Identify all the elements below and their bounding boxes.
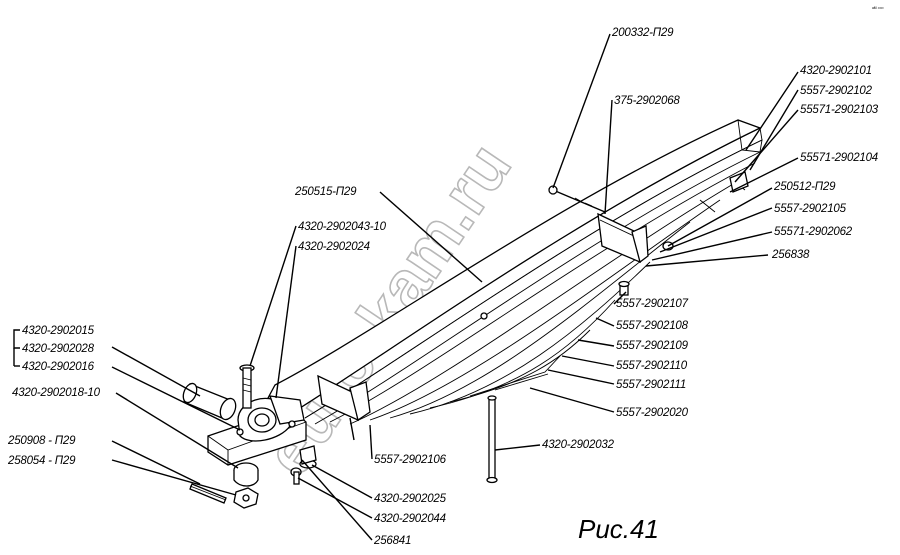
label-256838: 256838 [771,249,810,261]
pad-and-nut [233,462,259,509]
part-labels: 200332-П29 375-2902068 250515-П29 4320-2… [7,27,879,547]
leader-lines [13,33,799,541]
label-4320-2902032: 4320-2902032 [542,439,615,451]
label-256841: 256841 [373,535,411,547]
label-200332-p29: 200332-П29 [611,27,674,39]
label-4320-2902024: 4320-2902024 [298,241,370,253]
label-4320-2902016: 4320-2902016 [22,361,95,373]
label-55571-2902104: 55571-2902104 [800,152,878,164]
rear-clamp [597,212,649,264]
figure-caption: Рис.41 [578,514,659,544]
label-4320-2902044: 4320-2902044 [374,513,446,525]
label-4320-2902015: 4320-2902015 [22,325,95,337]
label-250515-p29: 250515-П29 [294,186,357,198]
label-4320-2902043-10: 4320-2902043-10 [298,221,387,233]
label-4320-2902018-10: 4320-2902018-10 [12,387,101,399]
front-bolt [239,364,255,409]
label-5557-2902109: 5557-2902109 [616,340,689,352]
label-5557-2902105: 5557-2902105 [774,203,847,215]
label-250512-p29: 250512-П29 [773,181,836,193]
corner-mark: ᵃᴹ ᵒᵒᵒ [872,6,884,12]
label-5557-2902108: 5557-2902108 [616,320,689,332]
label-5557-2902111: 5557-2902111 [616,379,686,391]
front-clamp-bolt [349,417,355,441]
cotter-pin [189,483,227,504]
front-bracket [207,395,307,466]
label-250908-p29: 250908 - П29 [7,435,76,447]
label-258054-p29: 258054 - П29 [7,455,76,467]
label-5557-2902110: 5557-2902110 [616,360,688,372]
label-5557-2902107: 5557-2902107 [616,298,689,310]
label-4320-2902028: 4320-2902028 [22,343,95,355]
label-4320-2902025: 4320-2902025 [374,493,447,505]
center-bolt [486,395,498,484]
label-5557-2902020: 5557-2902020 [616,407,689,419]
front-bushing [182,382,237,421]
label-55571-2902062: 55571-2902062 [774,226,853,238]
label-5557-2902106: 5557-2902106 [374,454,447,466]
center-hole [480,312,488,320]
rear-eye-pin [729,171,749,193]
rear-clamp-bolt [548,185,606,213]
label-55571-2902103: 55571-2902103 [800,104,879,116]
label-375-2902068: 375-2902068 [614,95,680,107]
label-4320-2902101: 4320-2902101 [800,65,872,77]
front-clamp [317,374,371,422]
rivet-rear [618,280,630,296]
label-5557-2902102: 5557-2902102 [800,85,873,97]
